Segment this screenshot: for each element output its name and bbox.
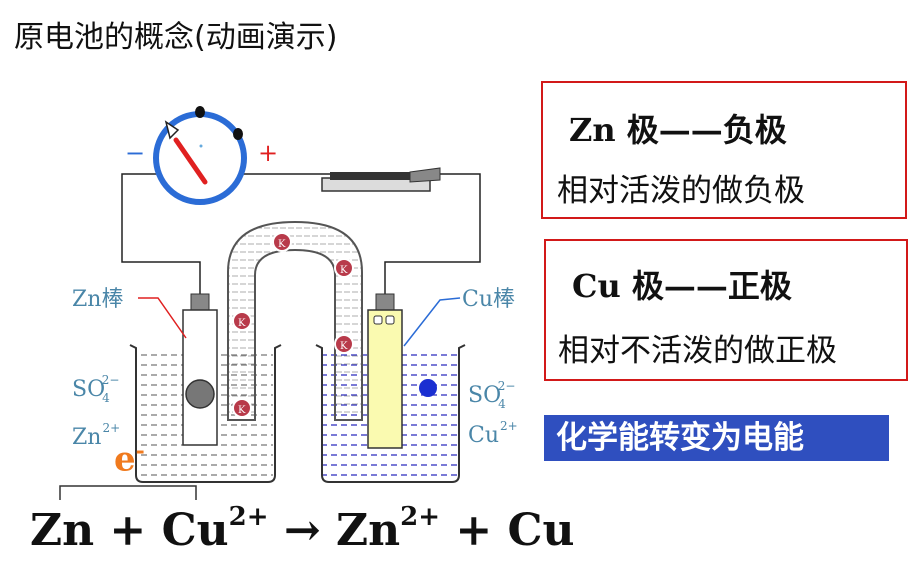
electron-transfer-arrow bbox=[59, 485, 197, 500]
zn-rod-pointer bbox=[138, 297, 187, 339]
reaction-equation: Zn + Cu2+ → Zn2+ + Cu bbox=[30, 502, 575, 556]
negative-electrode-title: Zn 极——负极 bbox=[569, 111, 787, 149]
zn-rod-label: Zn棒 bbox=[72, 287, 123, 312]
energy-conversion-banner: 化学能转变为电能 bbox=[544, 415, 889, 461]
right-copper-ion-label: Cu2+ bbox=[468, 419, 518, 448]
negative-electrode-rule: 相对活泼的做负极 bbox=[557, 173, 805, 209]
svg-text:K: K bbox=[278, 239, 286, 250]
svg-text:K: K bbox=[340, 341, 348, 352]
cu-ion-dot bbox=[419, 379, 437, 397]
svg-text:K: K bbox=[340, 265, 348, 276]
left-zinc-ion-label: Zn2+ bbox=[72, 421, 120, 450]
k-ion: K bbox=[232, 311, 252, 331]
zinc-electrode bbox=[182, 293, 218, 446]
cu-rod-label: Cu棒 bbox=[462, 287, 515, 312]
switch bbox=[321, 167, 441, 192]
positive-electrode-rule: 相对不活泼的做正极 bbox=[558, 333, 837, 369]
galvanometer bbox=[153, 106, 247, 205]
k-ion: K bbox=[334, 334, 354, 354]
negative-electrode-box: Zn 极——负极 相对活泼的做负极 bbox=[541, 81, 907, 219]
copper-electrode bbox=[367, 293, 403, 449]
page-title: 原电池的概念(动画演示) bbox=[14, 20, 338, 55]
svg-text:K: K bbox=[238, 405, 246, 416]
left-sulfate-label: SO42− bbox=[72, 373, 119, 405]
galvanic-cell-diagram: − + K K K K K bbox=[59, 106, 518, 500]
right-sulfate-label: SO42− bbox=[468, 379, 515, 411]
electron-label: e- bbox=[114, 438, 145, 480]
external-wire bbox=[121, 173, 481, 294]
positive-electrode-box: Cu 极——正极 相对不活泼的做正极 bbox=[544, 239, 908, 381]
k-ion: K bbox=[272, 232, 292, 252]
svg-text:K: K bbox=[238, 318, 246, 329]
k-ion: K bbox=[232, 398, 252, 418]
positive-electrode-title: Cu 极——正极 bbox=[572, 267, 792, 305]
cu-rod-pointer bbox=[403, 297, 461, 347]
meter-minus-sign: − bbox=[125, 139, 145, 167]
k-ion: K bbox=[334, 258, 354, 278]
meter-plus-sign: + bbox=[258, 139, 278, 167]
